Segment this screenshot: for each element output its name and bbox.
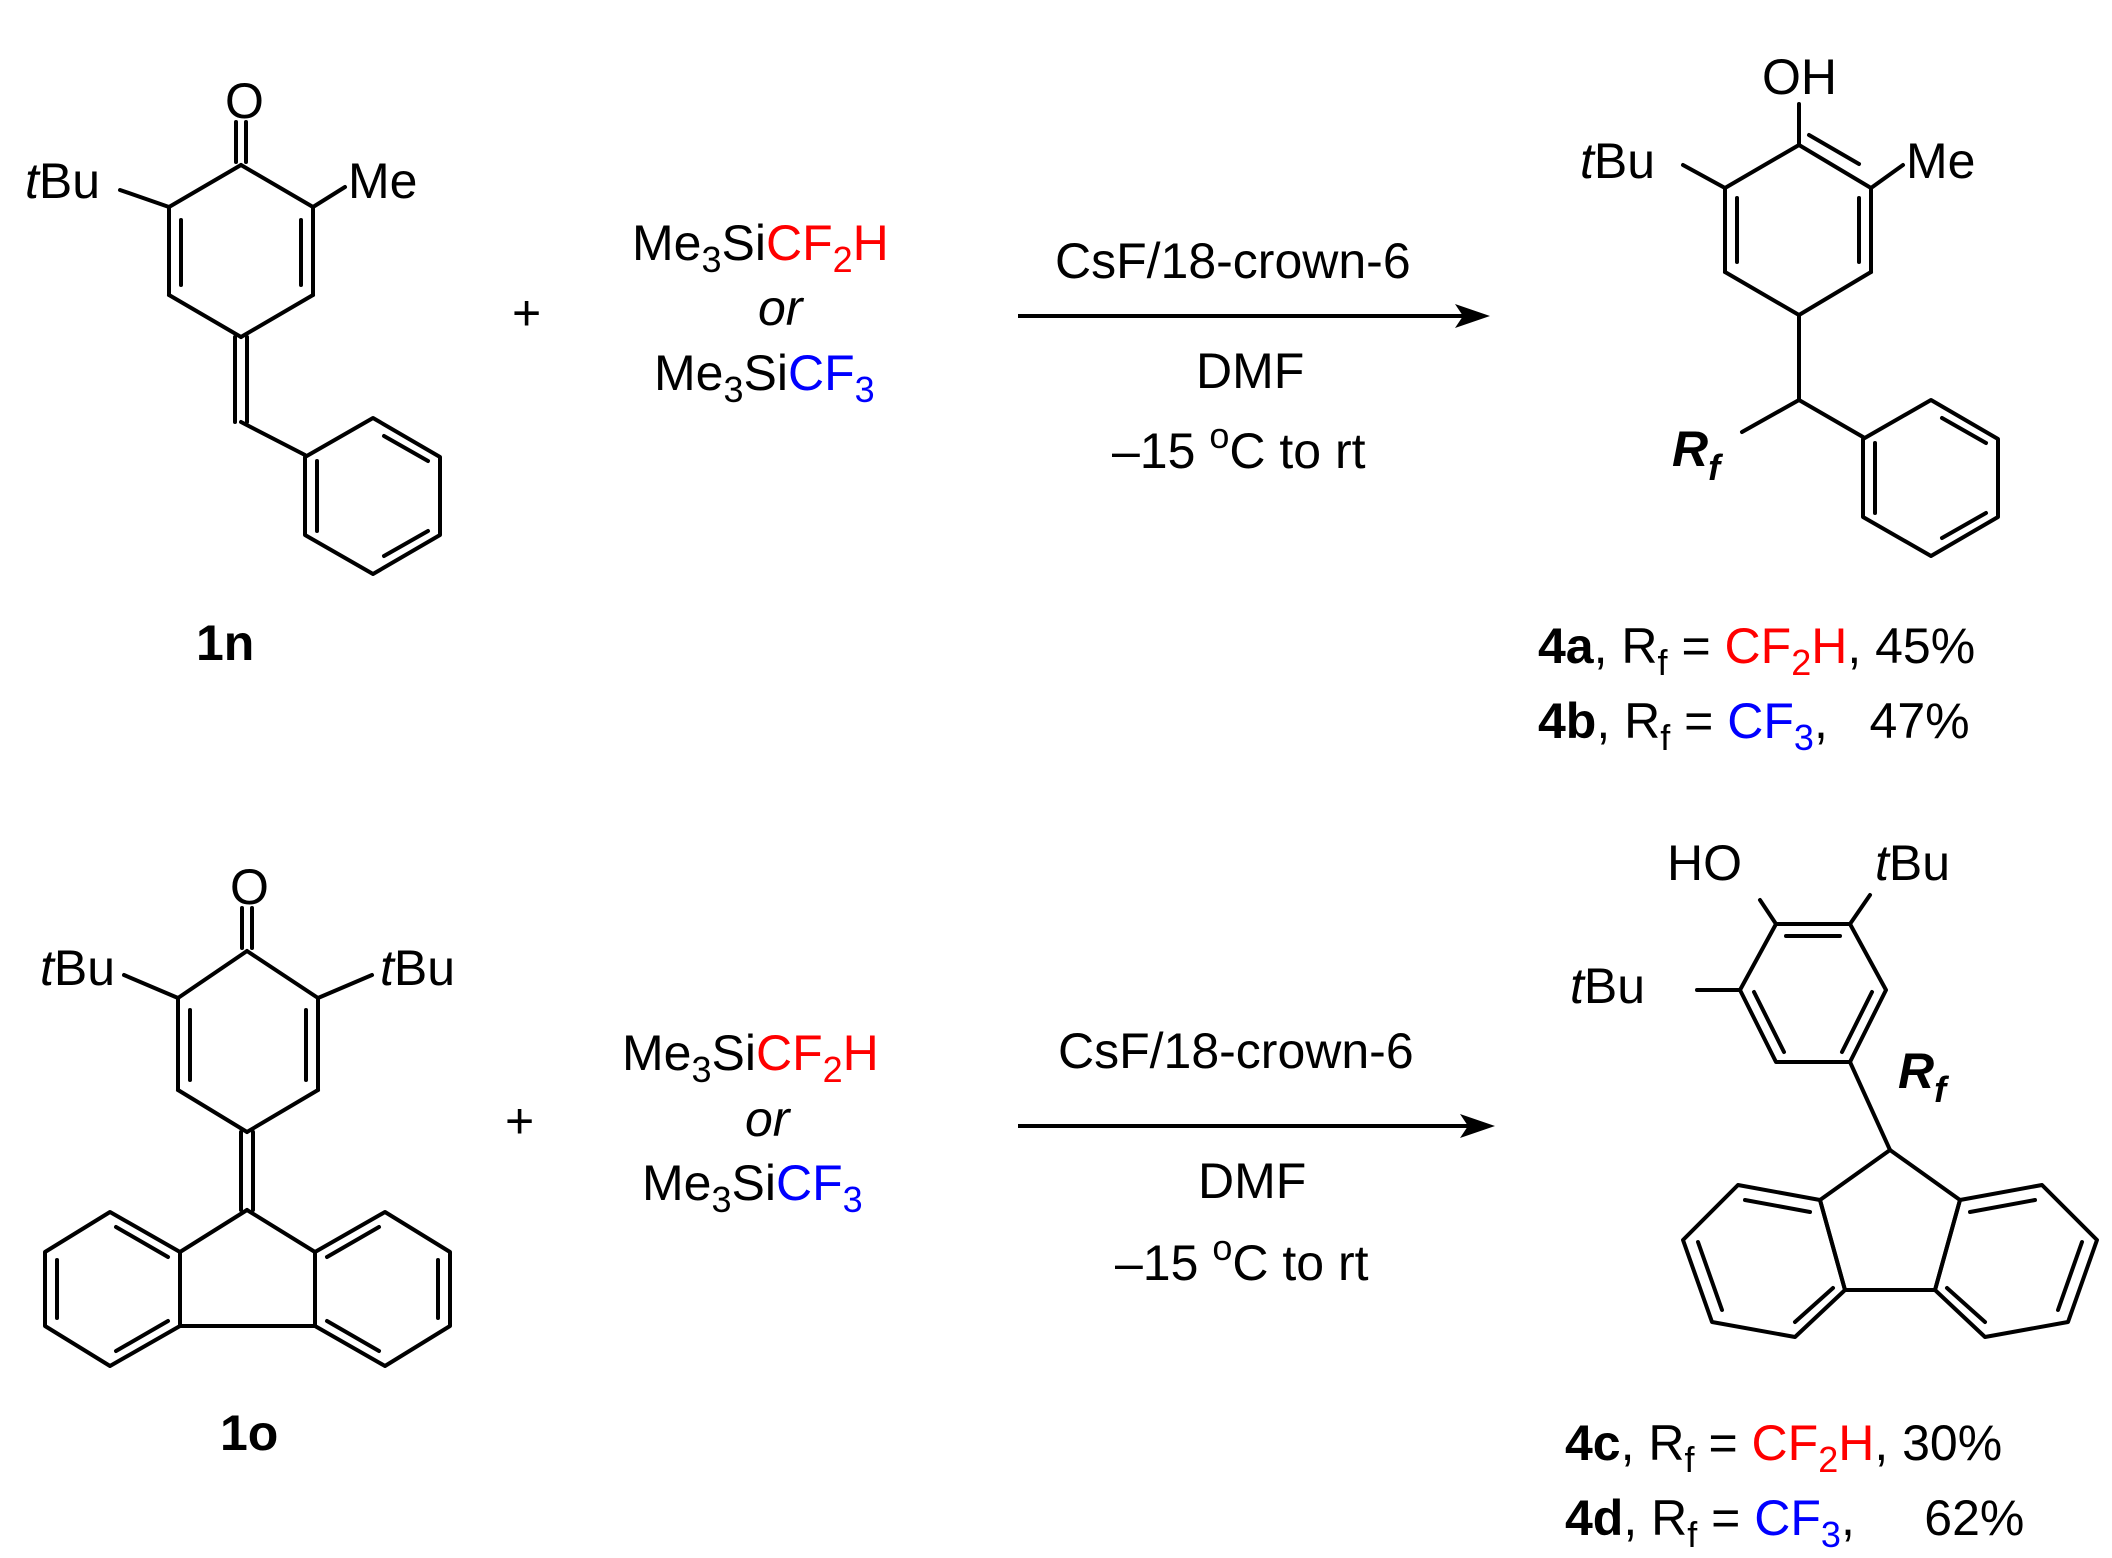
oxygen-label: O	[225, 73, 264, 129]
plus-sign: +	[512, 285, 541, 341]
reagent-tms-cf2h: Me3SiCF2H	[622, 1025, 879, 1090]
reaction-arrow-1	[1018, 304, 1490, 328]
rf-group-label: Rf	[1898, 1043, 1949, 1110]
yield-line-4c: 4c, Rf = CF2H, 30%	[1565, 1415, 2002, 1480]
hydroxyl-label: HO	[1667, 835, 1742, 891]
compound-label-1n: 1n	[196, 615, 254, 671]
or-label: or	[745, 1091, 792, 1147]
structure-4c-4d: HO tBu tBu Rf	[1570, 835, 2099, 1339]
or-label: or	[758, 280, 805, 336]
hydroxyl-label: OH	[1762, 49, 1837, 105]
reaction-arrow-2	[1018, 1114, 1495, 1138]
reagent-tms-cf3: Me3SiCF3	[654, 345, 875, 410]
structure-1o: O tBu tBu 1o	[40, 859, 455, 1461]
reagent-stack-1: Me3SiCF2H or Me3SiCF3	[632, 215, 889, 410]
tbu-label-right: tBu	[380, 940, 455, 996]
temperature-label: –15 oC to rt	[1115, 1227, 1369, 1291]
yield-line-4a: 4a, Rf = CF2H, 45%	[1538, 618, 1975, 683]
solvent-label: DMF	[1196, 343, 1304, 399]
methyl-label: Me	[348, 153, 417, 209]
tbu-label-left: tBu	[1570, 958, 1645, 1014]
tbu-label-left: tBu	[40, 940, 115, 996]
solvent-label: DMF	[1198, 1153, 1306, 1209]
reagent-tms-cf3: Me3SiCF3	[642, 1155, 863, 1220]
catalyst-label: CsF/18-crown-6	[1055, 233, 1411, 289]
reagent-stack-2: Me3SiCF2H or Me3SiCF3	[622, 1025, 879, 1220]
rf-group-label: Rf	[1672, 421, 1723, 488]
methyl-label: Me	[1906, 133, 1975, 189]
catalyst-label: CsF/18-crown-6	[1058, 1023, 1414, 1079]
tbu-label-top: tBu	[1875, 835, 1950, 891]
oxygen-label: O	[230, 859, 269, 915]
yield-line-4b: 4b, Rf = CF3, 47%	[1538, 693, 1970, 758]
reagent-tms-cf2h: Me3SiCF2H	[632, 215, 889, 280]
yield-line-4d: 4d, Rf = CF3, 62%	[1565, 1490, 2024, 1555]
structure-4a-4b: OH tBu Me Rf	[1580, 49, 2000, 558]
structure-1n: O tBu Me 1n	[25, 73, 442, 671]
tbu-label: tBu	[1580, 133, 1655, 189]
temperature-label: –15 oC to rt	[1112, 415, 1366, 479]
tbu-label: tBu	[25, 153, 100, 209]
compound-label-1o: 1o	[220, 1405, 278, 1461]
plus-sign: +	[505, 1093, 534, 1149]
